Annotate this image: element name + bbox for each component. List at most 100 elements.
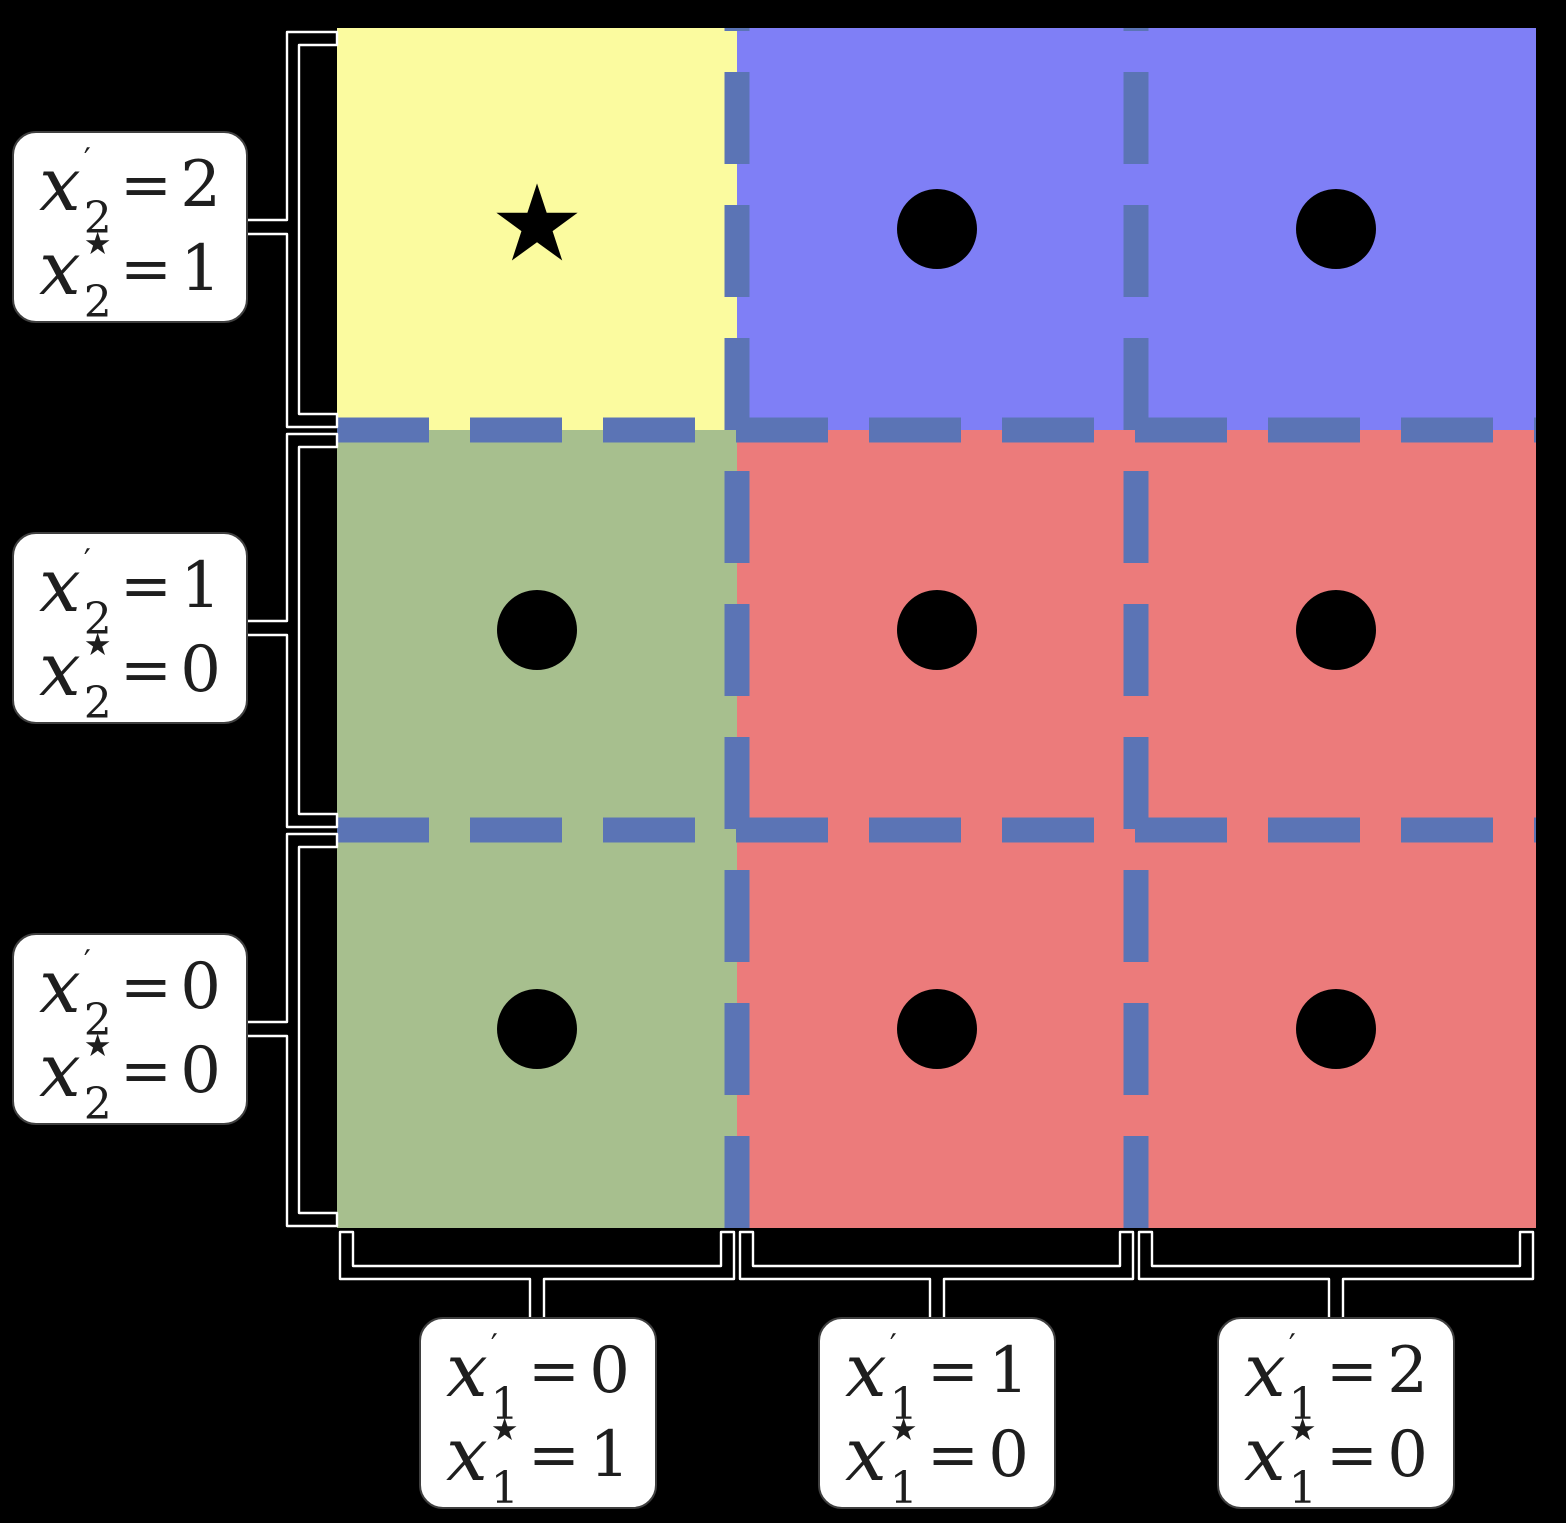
math-scripts: ′ 1 xyxy=(1289,1331,1317,1427)
math-subscript: 2 xyxy=(83,594,112,645)
prime-superscript: ′ xyxy=(889,1328,897,1364)
math-subscript: 2 xyxy=(83,995,112,1046)
math-var: x xyxy=(39,944,81,1030)
math-scripts: ★ 2 xyxy=(84,1031,112,1127)
star-superscript: ★ xyxy=(490,1412,519,1448)
col-bracket-1 xyxy=(738,1230,1135,1323)
equals-sign: = xyxy=(120,633,172,706)
equals-sign: = xyxy=(927,1334,979,1407)
math-line: x ′ 2 = 0 xyxy=(14,944,246,1043)
math-value: 1 xyxy=(180,232,221,306)
row-label-2: x ′ 2 = 0 x ★ 2 = 0 xyxy=(12,933,248,1127)
math-value: 1 xyxy=(180,549,221,623)
grid-cell-r1-c1 xyxy=(737,430,1136,830)
prime-superscript: ′ xyxy=(83,142,91,178)
math-scripts: ′ 2 xyxy=(84,546,112,642)
equals-sign: = xyxy=(528,1418,580,1491)
dot-marker xyxy=(896,989,977,1069)
math-scripts: ′ 2 xyxy=(84,947,112,1043)
star-superscript: ★ xyxy=(83,627,112,663)
prime-superscript: ′ xyxy=(1288,1328,1296,1364)
dot-marker xyxy=(1296,590,1376,670)
col-label-0: x ′ 1 = 0 x ★ 1 = 1 xyxy=(419,1317,657,1511)
math-subscript: 1 xyxy=(1288,1463,1317,1514)
math-line: x ′ 1 = 0 xyxy=(421,1329,655,1427)
math-scripts: ★ 2 xyxy=(84,630,112,726)
grid-cell-r2-c0 xyxy=(337,830,737,1228)
math-value: 0 xyxy=(1387,1418,1428,1492)
math-line: x ★ 1 = 1 xyxy=(421,1412,655,1511)
math-value: 0 xyxy=(988,1418,1029,1492)
col-bracket-2 xyxy=(1137,1230,1535,1323)
math-value: 0 xyxy=(180,1034,221,1108)
equals-sign: = xyxy=(120,549,172,622)
math-subscript: 1 xyxy=(889,1463,918,1514)
star-superscript: ★ xyxy=(889,1412,918,1448)
math-value: 1 xyxy=(988,1334,1029,1408)
math-line: x ′ 2 = 2 xyxy=(14,142,246,241)
grid-cell-r0-c1 xyxy=(737,28,1136,430)
dot-marker xyxy=(497,590,577,670)
star-marker: ★ xyxy=(489,162,585,285)
equals-sign: = xyxy=(120,1034,172,1107)
grid-cell-r2-c1 xyxy=(737,830,1136,1228)
math-line: x ★ 2 = 0 xyxy=(14,1028,246,1127)
col-label-1: x ′ 1 = 1 x ★ 1 = 0 xyxy=(818,1317,1056,1511)
math-scripts: ′ 1 xyxy=(890,1331,918,1427)
dot-marker xyxy=(896,590,977,670)
math-var: x xyxy=(1244,1328,1286,1414)
math-subscript: 2 xyxy=(83,1079,112,1130)
math-scripts: ′ 1 xyxy=(491,1331,519,1427)
equals-sign: = xyxy=(1326,1334,1378,1407)
math-subscript: 2 xyxy=(83,678,112,729)
equals-sign: = xyxy=(120,148,172,221)
grid-cell-r0-c2 xyxy=(1136,28,1536,430)
star-superscript: ★ xyxy=(83,226,112,262)
math-scripts: ★ 2 xyxy=(84,229,112,325)
math-scripts: ★ 1 xyxy=(1289,1415,1317,1511)
math-value: 0 xyxy=(589,1334,630,1408)
grid-cell-r1-c2 xyxy=(1136,430,1536,830)
math-value: 2 xyxy=(1387,1334,1428,1408)
math-value: 0 xyxy=(180,950,221,1024)
math-var: x xyxy=(1244,1412,1286,1498)
prime-superscript: ′ xyxy=(490,1328,498,1364)
math-scripts: ★ 1 xyxy=(491,1415,519,1511)
math-value: 1 xyxy=(589,1418,630,1492)
math-var: x xyxy=(446,1412,488,1498)
equals-sign: = xyxy=(120,232,172,305)
math-scripts: ′ 2 xyxy=(84,145,112,241)
math-var: x xyxy=(39,1028,81,1114)
dot-marker xyxy=(1296,189,1376,269)
prime-superscript: ′ xyxy=(83,543,91,579)
math-var: x xyxy=(39,226,81,312)
dot-marker xyxy=(497,989,577,1069)
math-line: x ′ 1 = 1 xyxy=(820,1328,1054,1427)
row-bracket-0 xyxy=(241,30,339,429)
star-superscript: ★ xyxy=(83,1028,112,1064)
equals-sign: = xyxy=(120,950,172,1023)
math-var: x xyxy=(845,1328,887,1414)
math-value: 2 xyxy=(180,148,221,222)
math-var: x xyxy=(39,543,81,629)
dot-marker xyxy=(1296,989,1376,1069)
dot-marker xyxy=(896,189,977,269)
math-subscript: 1 xyxy=(490,1379,519,1430)
row-bracket-1 xyxy=(241,432,339,829)
math-subscript: 1 xyxy=(490,1463,519,1514)
col-label-2: x ′ 1 = 2 x ★ 1 = 0 xyxy=(1217,1317,1455,1511)
math-subscript: 1 xyxy=(889,1379,918,1430)
math-var: x xyxy=(39,627,81,713)
math-subscript: 1 xyxy=(1288,1379,1317,1430)
grid-cell-r0-c0: ★ xyxy=(337,28,737,430)
prime-superscript: ′ xyxy=(83,944,91,980)
equals-sign: = xyxy=(1326,1418,1378,1491)
col-bracket-0 xyxy=(338,1230,736,1323)
math-line: x ★ 1 = 0 xyxy=(820,1413,1054,1511)
math-scripts: ★ 1 xyxy=(890,1415,918,1511)
math-line: x ★ 2 = 1 xyxy=(14,226,246,325)
math-line: x ′ 1 = 2 xyxy=(1219,1328,1453,1427)
math-line: x ★ 2 = 0 xyxy=(14,627,246,726)
math-value: 0 xyxy=(180,633,221,707)
math-var: x xyxy=(39,142,81,228)
